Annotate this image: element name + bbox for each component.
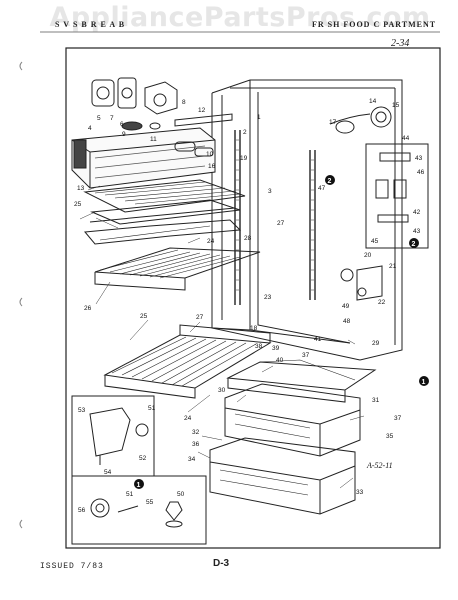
detail-box-leveler xyxy=(71,475,207,545)
shelf-lower xyxy=(103,324,272,399)
thermostat-parts xyxy=(91,77,178,131)
callout-26: 26 xyxy=(84,305,92,312)
callout-39: 39 xyxy=(272,345,280,352)
shelf-strip xyxy=(89,199,241,225)
callout-14: 14 xyxy=(369,98,377,105)
callout-9: 9 xyxy=(122,131,126,138)
callout-50: 50 xyxy=(177,491,185,498)
callout-labels: 4 5 7 6 9 8 12 11 10 16 1 2 19 3 13 25 2… xyxy=(74,98,425,514)
callout-36: 36 xyxy=(192,441,200,448)
callout-40: 40 xyxy=(276,357,284,364)
callout-10: 10 xyxy=(206,151,214,158)
callout-11: 11 xyxy=(150,136,157,143)
callout-27a: 27 xyxy=(277,220,285,227)
callout-32: 32 xyxy=(192,429,200,436)
callout-54: 54 xyxy=(104,469,112,476)
callout-25b: 25 xyxy=(140,313,148,320)
shelf-middle xyxy=(94,247,261,291)
watermark: AppliancePartsPros.com xyxy=(49,2,431,33)
detail-markers: 2 2 1 1 xyxy=(134,175,429,489)
shelf-front-rail xyxy=(174,113,233,157)
callout-45: 45 xyxy=(371,238,379,245)
callout-13: 13 xyxy=(77,185,85,192)
control-housing xyxy=(71,127,216,189)
page-code: 2-34 xyxy=(391,38,410,49)
callout-15: 15 xyxy=(392,102,400,109)
crisper-cover xyxy=(226,359,377,403)
callout-31: 31 xyxy=(372,397,380,404)
light-assembly xyxy=(329,106,392,134)
crisper-drawer-upper xyxy=(224,383,361,457)
crisper-drawer-lower xyxy=(209,437,356,515)
callout-30: 30 xyxy=(218,387,226,394)
callout-53: 53 xyxy=(78,407,86,414)
header-left-title: S V S B R E A B xyxy=(55,20,126,29)
callout-48: 48 xyxy=(343,318,351,325)
callout-56: 56 xyxy=(78,507,86,514)
callout-37a: 37 xyxy=(302,352,310,359)
callout-4: 4 xyxy=(88,125,92,132)
shelf-upper xyxy=(83,179,246,213)
callout-29: 29 xyxy=(372,340,380,347)
callout-38: 38 xyxy=(255,343,263,350)
callout-19: 19 xyxy=(240,155,248,162)
callout-34: 34 xyxy=(188,456,196,463)
callout-33: 33 xyxy=(356,489,364,496)
binder-hole-mid xyxy=(19,297,23,307)
callout-5: 5 xyxy=(97,115,101,122)
leader-lines xyxy=(79,185,365,489)
callout-28: 28 xyxy=(244,235,252,242)
callout-35: 35 xyxy=(386,433,394,440)
callout-49: 49 xyxy=(342,303,350,310)
marker-2-main: 2 xyxy=(328,178,332,185)
callout-24a: 24 xyxy=(207,238,215,245)
callout-51a: 51 xyxy=(148,405,156,412)
callout-18: 18 xyxy=(250,325,258,332)
callout-41: 41 xyxy=(314,336,322,343)
callout-6: 6 xyxy=(120,121,124,128)
page-number: D-3 xyxy=(213,558,230,569)
callout-42: 42 xyxy=(413,209,421,216)
callout-27b: 27 xyxy=(196,314,204,321)
header-right-title: FR SH FOOD C PARTMENT xyxy=(312,20,437,29)
crisper-cover-shelf xyxy=(84,219,242,245)
dairy-detail-box xyxy=(365,143,429,249)
callout-17: 17 xyxy=(329,119,337,126)
shelf-rails xyxy=(234,130,316,305)
marker-2-detail: 2 xyxy=(412,241,416,248)
callout-52: 52 xyxy=(139,455,147,462)
rail-slots xyxy=(236,139,314,291)
marker-1-main: 1 xyxy=(422,379,426,386)
callout-21: 21 xyxy=(389,263,397,270)
binder-hole-bottom xyxy=(19,519,23,529)
callout-24b: 24 xyxy=(184,415,192,422)
marker-1-detail: 1 xyxy=(137,482,141,489)
callout-12: 12 xyxy=(198,107,206,114)
hinge-bracket xyxy=(340,265,383,301)
callout-43b: 43 xyxy=(413,228,421,235)
callout-43a: 43 xyxy=(415,155,423,162)
callout-37b: 37 xyxy=(394,415,402,422)
binder-hole-top xyxy=(19,61,23,71)
callout-20: 20 xyxy=(364,252,372,259)
callout-55: 55 xyxy=(146,499,154,506)
callout-2: 2 xyxy=(243,129,247,136)
issued-date: ISSUED 7/83 xyxy=(40,562,104,571)
callout-46: 46 xyxy=(417,169,425,176)
callout-22: 22 xyxy=(378,299,386,306)
callout-7: 7 xyxy=(110,115,114,122)
diagram-frame xyxy=(65,47,441,549)
model-code: A-52-11 xyxy=(366,461,393,470)
callout-25a: 25 xyxy=(74,201,82,208)
callout-51b: 51 xyxy=(126,491,134,498)
callout-1: 1 xyxy=(257,114,261,121)
callout-23: 23 xyxy=(264,294,272,301)
callout-44: 44 xyxy=(402,135,410,142)
callout-47: 47 xyxy=(318,185,326,192)
callout-8: 8 xyxy=(182,99,186,106)
callout-16: 16 xyxy=(208,163,216,170)
callout-3: 3 xyxy=(268,188,272,195)
